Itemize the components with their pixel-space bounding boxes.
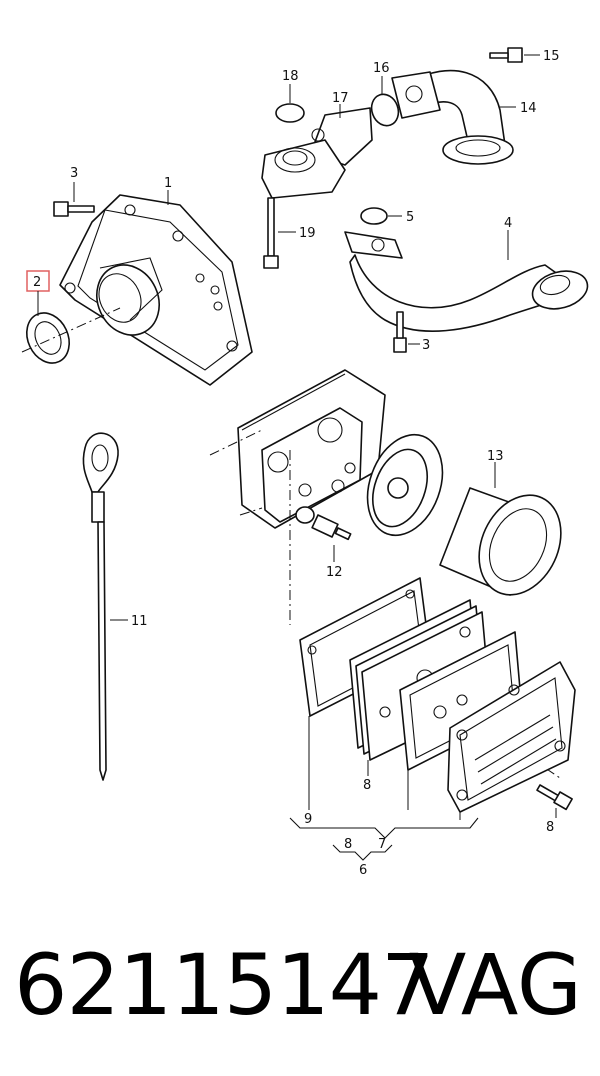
callout-15: 15 bbox=[543, 49, 560, 64]
callout-11: 12 bbox=[326, 565, 343, 580]
part-number: 62115147 bbox=[14, 936, 435, 1034]
callout-1: 1 bbox=[164, 176, 172, 191]
part-11-sensor bbox=[295, 506, 352, 541]
part-12-oil-filter bbox=[439, 487, 562, 596]
callout-19: 19 bbox=[299, 226, 316, 241]
part-14-elbow-pipe bbox=[391, 69, 514, 165]
part-10-bolt bbox=[536, 784, 573, 811]
belt-pulley bbox=[366, 433, 444, 537]
caption-bar: 62115147 VAG bbox=[0, 930, 600, 1040]
callout-8-sub: 8 bbox=[344, 837, 352, 852]
callout-10: 8 bbox=[546, 820, 554, 835]
bracket-upper bbox=[289, 817, 479, 839]
callout-4: 4 bbox=[504, 216, 512, 231]
bracket-lower bbox=[332, 844, 393, 861]
oil-filter-housing bbox=[237, 369, 386, 529]
callout-5: 5 bbox=[406, 210, 414, 225]
callout-9: 9 bbox=[304, 812, 312, 827]
cooler-cover-plate bbox=[447, 661, 576, 813]
part-4-suction-pipe bbox=[344, 231, 589, 332]
part-5-o-ring bbox=[360, 207, 388, 225]
part-19-long-bolt bbox=[263, 197, 279, 269]
part-2-shaft-seal bbox=[21, 307, 121, 364]
callout-3-lower: 3 bbox=[422, 338, 430, 353]
brand-name: VAG bbox=[408, 936, 582, 1034]
part-16-o-ring bbox=[370, 93, 400, 127]
callout-17: 17 bbox=[332, 91, 349, 106]
callout-7: 7 bbox=[378, 837, 386, 852]
callout-13: 11 bbox=[131, 614, 148, 629]
callout-12: 13 bbox=[487, 449, 504, 464]
callout-16: 16 bbox=[373, 61, 390, 76]
callout-14: 14 bbox=[520, 101, 537, 116]
part-13-dipstick bbox=[82, 432, 119, 781]
callout-18: 18 bbox=[282, 69, 299, 84]
callout-3: 3 bbox=[70, 166, 78, 181]
part-17-pipe-flange bbox=[261, 107, 373, 199]
exploded-parts-diagram: 1 2 3 4 3 5 14 bbox=[21, 47, 589, 878]
part-15-bolt bbox=[489, 47, 523, 63]
part-3-bolt-lower bbox=[393, 311, 407, 353]
callout-2: 2 bbox=[33, 275, 41, 290]
callout-6: 6 bbox=[359, 863, 367, 878]
part-1-housing bbox=[59, 194, 253, 386]
part-18-o-ring bbox=[275, 103, 305, 123]
callout-8: 8 bbox=[363, 778, 371, 793]
part-3-bolt-upper bbox=[53, 201, 95, 217]
